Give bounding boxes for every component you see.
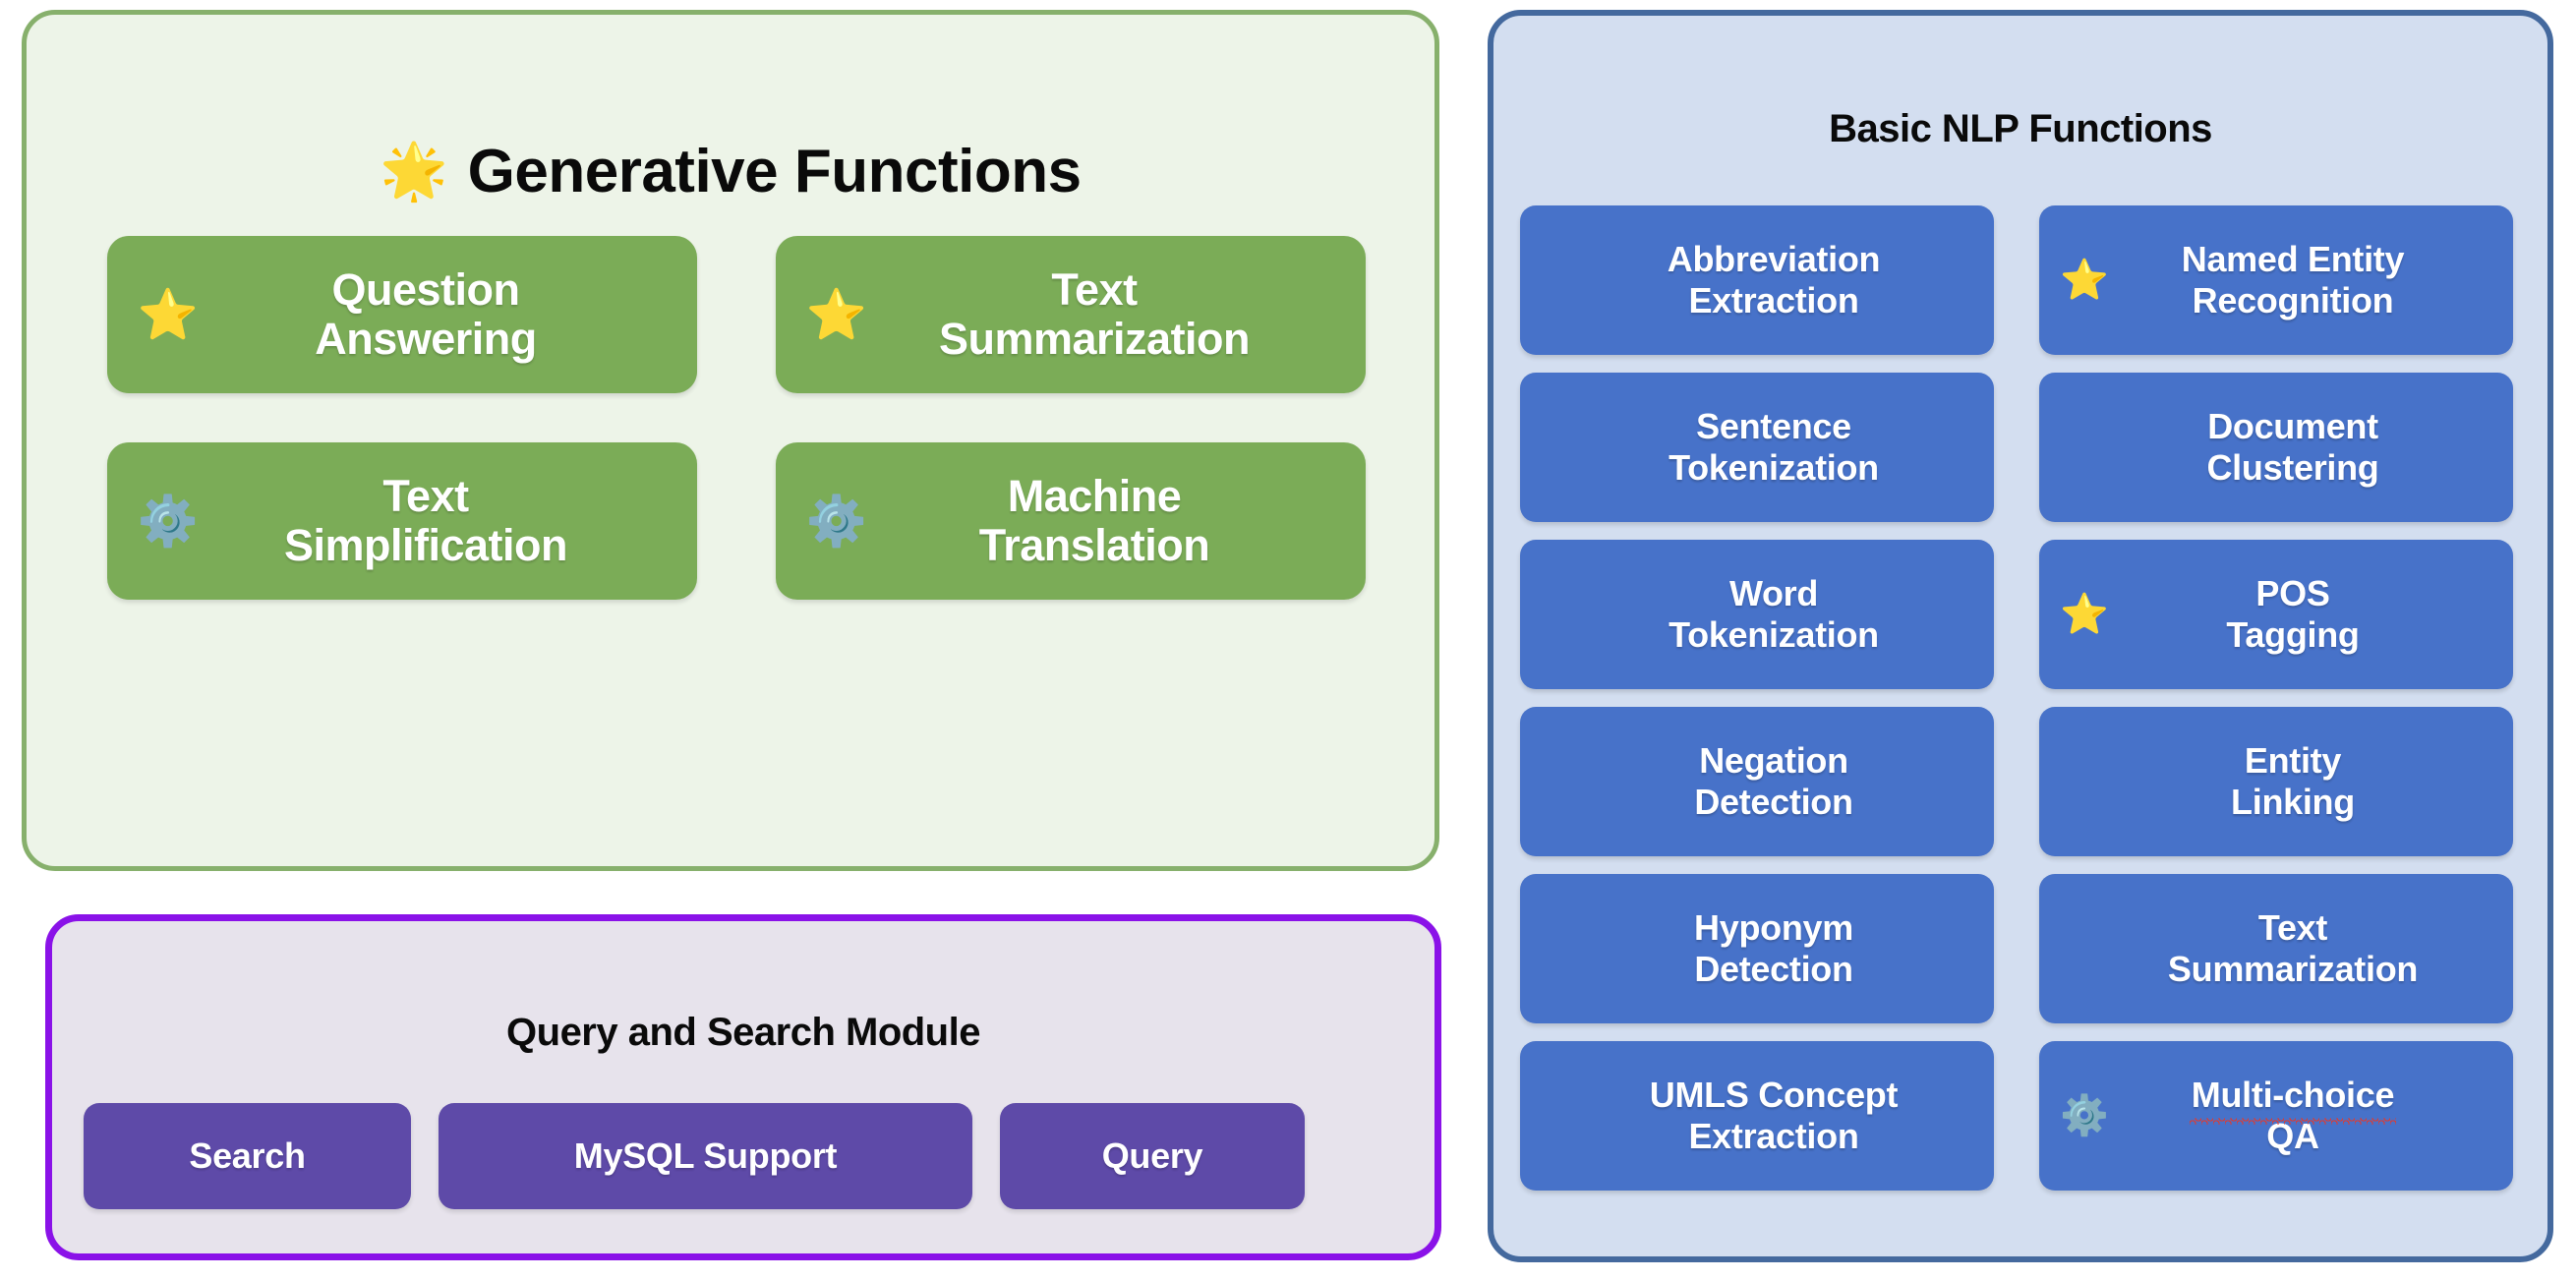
label-line-2: Tokenization: [1669, 614, 1879, 655]
label-line-1: Hyponym: [1694, 906, 1853, 948]
query-button-search[interactable]: Search: [84, 1103, 411, 1209]
nlp-button-text-summarization[interactable]: Text Summarization: [2039, 874, 2513, 1023]
generative-button-machine-translation[interactable]: ⚙️ Machine Translation: [776, 442, 1366, 600]
star-icon: ⭐: [805, 287, 868, 342]
gear-icon: ⚙️: [137, 494, 200, 549]
label-line-1: Machine: [1007, 470, 1182, 521]
nlp-button-negation-detection[interactable]: Negation Detection: [1520, 707, 1994, 856]
gear-icon: ⚙️: [2060, 1094, 2109, 1137]
gear-icon: ⚙️: [805, 494, 868, 549]
label-line-1: Text: [2257, 906, 2328, 948]
label-line-2: Extraction: [1688, 1116, 1859, 1156]
generative-button-label: Machine Translation: [868, 470, 1366, 571]
nlp-button-label: Entity Linking: [2112, 740, 2513, 824]
label-line-1: Negation: [1699, 739, 1848, 781]
nlp-button-umls-concept-extraction[interactable]: UMLS Concept Extraction: [1520, 1041, 1994, 1191]
label-line-2: Tokenization: [1669, 447, 1879, 488]
label-line-1: Word: [1728, 572, 1819, 613]
basic-nlp-functions-button-grid: Abbreviation Extraction ⭐ Named Entity R…: [1520, 205, 2525, 1191]
nlp-button-pos-tagging[interactable]: ⭐ POS Tagging: [2039, 540, 2513, 689]
label-line-2: Clustering: [2206, 447, 2379, 488]
nlp-button-label: UMLS Concept Extraction: [1593, 1075, 1994, 1158]
nlp-button-label: Negation Detection: [1593, 740, 1994, 824]
label-line-1: Question: [331, 263, 520, 315]
query-button-mysql-support[interactable]: MySQL Support: [439, 1103, 972, 1209]
nlp-button-label: Sentence Tokenization: [1593, 406, 1994, 490]
generative-button-question-answering[interactable]: ⭐ Question Answering: [107, 236, 697, 393]
nlp-button-label: Multi-choice QA: [2112, 1075, 2513, 1158]
label-line-2: Translation: [978, 520, 1210, 570]
label-line-2: Detection: [1694, 949, 1853, 989]
star-icon: ⭐: [2060, 259, 2109, 302]
basic-nlp-functions-panel: Basic NLP Functions Abbreviation Extract…: [1488, 10, 2553, 1262]
basic-nlp-functions-title: Basic NLP Functions: [1829, 107, 2212, 151]
label-line-2: Summarization: [2167, 949, 2419, 989]
label-line-2: Linking: [2231, 782, 2355, 822]
nlp-button-label: Hyponym Detection: [1593, 907, 1994, 991]
label-line-1: Text: [382, 470, 469, 521]
query-and-search-module-title: Query and Search Module: [506, 1011, 980, 1055]
label-line-2: Summarization: [938, 314, 1251, 364]
label-line-2: Detection: [1694, 782, 1853, 822]
nlp-button-label: Text Summarization: [2112, 907, 2513, 991]
star-icon: ⭐: [137, 287, 200, 342]
nlp-button-multi-choice-qa[interactable]: ⚙️ Multi-choice QA: [2039, 1041, 2513, 1191]
generative-functions-title-text: Generative Functions: [467, 137, 1082, 205]
nlp-button-entity-linking[interactable]: Entity Linking: [2039, 707, 2513, 856]
generative-button-text-simplification[interactable]: ⚙️ Text Simplification: [107, 442, 697, 600]
label-line-1: POS: [2255, 572, 2330, 613]
nlp-button-abbreviation-extraction[interactable]: Abbreviation Extraction: [1520, 205, 1994, 355]
label-line-2: Tagging: [2226, 614, 2360, 655]
generative-functions-button-grid: ⭐ Question Answering ⭐ Text Summarizatio…: [107, 236, 1366, 600]
glowing-star-icon: 🌟: [380, 140, 448, 203]
label-line-2: Answering: [315, 314, 537, 364]
generative-button-label: Text Simplification: [200, 470, 697, 571]
generative-functions-title: 🌟 Generative Functions: [27, 137, 1434, 206]
label-line-2: Extraction: [1688, 280, 1859, 320]
label-line-2: Simplification: [283, 520, 568, 570]
label-line-1: Entity: [2244, 739, 2342, 781]
nlp-button-sentence-tokenization[interactable]: Sentence Tokenization: [1520, 373, 1994, 522]
nlp-button-named-entity-recognition[interactable]: ⭐ Named Entity Recognition: [2039, 205, 2513, 355]
nlp-button-label: Abbreviation Extraction: [1593, 239, 1994, 322]
label-line-1-misspelled: Multi-choice: [2189, 1074, 2397, 1126]
label-line-1: Document: [2207, 405, 2378, 446]
nlp-button-label: Named Entity Recognition: [2112, 239, 2513, 322]
label-line-1: Abbreviation: [1667, 238, 1881, 279]
nlp-button-document-clustering[interactable]: Document Clustering: [2039, 373, 2513, 522]
nlp-button-label: Word Tokenization: [1593, 573, 1994, 657]
nlp-button-hyponym-detection[interactable]: Hyponym Detection: [1520, 874, 1994, 1023]
label-line-1: Text: [1051, 263, 1138, 315]
generative-functions-panel: 🌟 Generative Functions ⭐ Question Answer…: [22, 10, 1439, 871]
query-button-query[interactable]: Query: [1000, 1103, 1305, 1209]
nlp-button-label: POS Tagging: [2112, 573, 2513, 657]
generative-button-label: Question Answering: [200, 263, 697, 365]
query-button-row: Search MySQL Support Query: [84, 1103, 1417, 1209]
query-and-search-module-panel: Query and Search Module Search MySQL Sup…: [45, 914, 1441, 1260]
star-icon: ⭐: [2060, 593, 2109, 636]
label-line-1: Named Entity: [2181, 238, 2405, 279]
label-line-1: UMLS Concept: [1649, 1074, 1899, 1115]
nlp-button-word-tokenization[interactable]: Word Tokenization: [1520, 540, 1994, 689]
label-line-1: Sentence: [1696, 405, 1851, 446]
generative-button-text-summarization[interactable]: ⭐ Text Summarization: [776, 236, 1366, 393]
nlp-button-label: Document Clustering: [2112, 406, 2513, 490]
generative-button-label: Text Summarization: [868, 263, 1366, 365]
label-line-2: Recognition: [2192, 280, 2394, 320]
